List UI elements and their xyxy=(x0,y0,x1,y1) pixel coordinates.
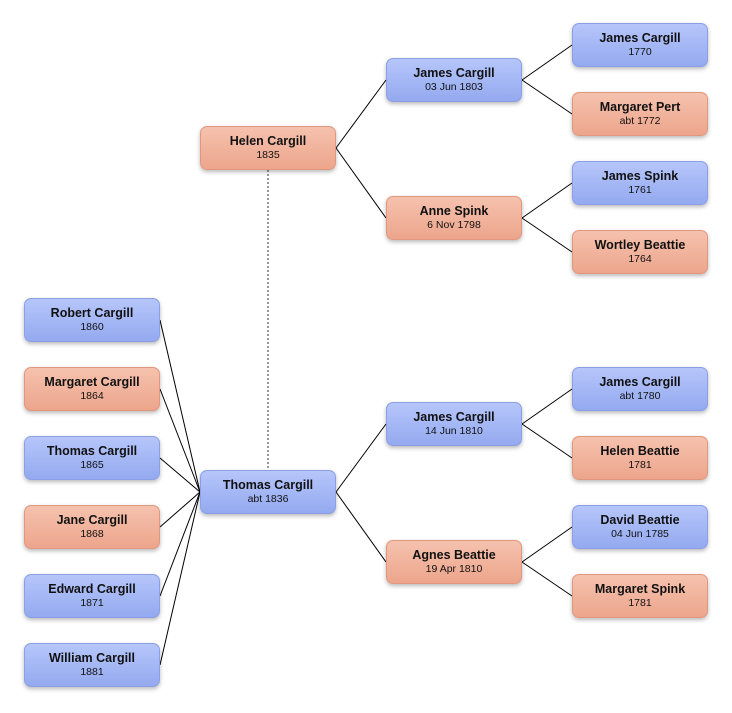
person-name: Thomas Cargill xyxy=(222,478,314,492)
person-helen-cargill-1835[interactable]: Helen Cargill 1835 xyxy=(200,126,336,170)
person-date: 1864 xyxy=(80,390,104,402)
parent-link-line xyxy=(521,182,573,219)
parent-link-line xyxy=(521,526,573,563)
person-name: Wortley Beattie xyxy=(594,238,686,252)
person-date: 1770 xyxy=(628,46,652,58)
person-name: James Cargill xyxy=(599,31,681,45)
person-date: 1865 xyxy=(80,459,104,471)
person-date: 1871 xyxy=(80,597,104,609)
parent-link-line xyxy=(521,423,573,459)
person-name: James Spink xyxy=(601,169,679,183)
person-date: 1781 xyxy=(628,459,652,471)
person-james-cargill-1770[interactable]: James Cargill 1770 xyxy=(572,23,708,67)
person-date: 1868 xyxy=(80,528,104,540)
person-date: 1764 xyxy=(628,253,652,265)
person-name: Margaret Cargill xyxy=(44,375,140,389)
person-name: Jane Cargill xyxy=(56,513,128,527)
child-link-line xyxy=(159,491,201,666)
person-date: abt 1772 xyxy=(619,115,661,127)
person-james-spink[interactable]: James Spink 1761 xyxy=(572,161,708,205)
person-robert-cargill[interactable]: Robert Cargill 1860 xyxy=(24,298,160,342)
person-margaret-spink[interactable]: Margaret Spink 1781 xyxy=(572,574,708,618)
person-name: Margaret Spink xyxy=(594,582,686,596)
person-anne-spink[interactable]: Anne Spink 6 Nov 1798 xyxy=(386,196,522,240)
person-date: 1835 xyxy=(256,149,280,161)
child-link-line xyxy=(159,388,201,493)
parent-link-line xyxy=(335,79,387,149)
parent-link-line xyxy=(521,79,573,115)
person-james-cargill-1803[interactable]: James Cargill 03 Jun 1803 xyxy=(386,58,522,102)
child-link-line xyxy=(159,491,201,597)
person-name: Agnes Beattie xyxy=(412,548,496,562)
person-david-beattie[interactable]: David Beattie 04 Jun 1785 xyxy=(572,505,708,549)
person-edward-cargill[interactable]: Edward Cargill 1871 xyxy=(24,574,160,618)
person-jane-cargill[interactable]: Jane Cargill 1868 xyxy=(24,505,160,549)
parent-link-line xyxy=(521,561,573,597)
parent-link-line xyxy=(335,423,387,493)
parent-link-line xyxy=(335,147,387,219)
person-thomas-cargill-1836[interactable]: Thomas Cargill abt 1836 xyxy=(200,470,336,514)
child-link-line xyxy=(159,319,201,493)
person-date: 6 Nov 1798 xyxy=(427,219,481,231)
person-date: 03 Jun 1803 xyxy=(425,81,483,93)
person-name: James Cargill xyxy=(599,375,681,389)
person-name: James Cargill xyxy=(413,410,495,424)
person-date: abt 1836 xyxy=(247,493,289,505)
person-name: Edward Cargill xyxy=(48,582,136,596)
parent-link-line xyxy=(521,217,573,253)
person-name: Robert Cargill xyxy=(50,306,134,320)
person-james-cargill-1810[interactable]: James Cargill 14 Jun 1810 xyxy=(386,402,522,446)
person-date: 14 Jun 1810 xyxy=(425,425,483,437)
person-wortley-beattie[interactable]: Wortley Beattie 1764 xyxy=(572,230,708,274)
child-link-line xyxy=(159,457,201,493)
person-date: 04 Jun 1785 xyxy=(611,528,669,540)
person-name: David Beattie xyxy=(600,513,680,527)
person-date: abt 1780 xyxy=(619,390,661,402)
person-name: Margaret Pert xyxy=(599,100,681,114)
parent-link-line xyxy=(521,44,573,81)
person-date: 1761 xyxy=(628,184,652,196)
person-name: Helen Beattie xyxy=(600,444,680,458)
person-margaret-cargill[interactable]: Margaret Cargill 1864 xyxy=(24,367,160,411)
person-name: Anne Spink xyxy=(419,204,489,218)
person-agnes-beattie[interactable]: Agnes Beattie 19 Apr 1810 xyxy=(386,540,522,584)
person-william-cargill[interactable]: William Cargill 1881 xyxy=(24,643,160,687)
person-date: 1860 xyxy=(80,321,104,333)
person-margaret-pert[interactable]: Margaret Pert abt 1772 xyxy=(572,92,708,136)
person-date: 1881 xyxy=(80,666,104,678)
person-thomas-cargill-1865[interactable]: Thomas Cargill 1865 xyxy=(24,436,160,480)
child-link-line xyxy=(159,491,201,528)
person-name: William Cargill xyxy=(48,651,136,665)
person-name: Helen Cargill xyxy=(229,134,307,148)
person-name: Thomas Cargill xyxy=(46,444,138,458)
person-james-cargill-1780[interactable]: James Cargill abt 1780 xyxy=(572,367,708,411)
person-helen-beattie[interactable]: Helen Beattie 1781 xyxy=(572,436,708,480)
person-date: 19 Apr 1810 xyxy=(425,563,483,575)
person-date: 1781 xyxy=(628,597,652,609)
parent-link-line xyxy=(521,388,573,425)
person-name: James Cargill xyxy=(413,66,495,80)
parent-link-line xyxy=(335,491,387,563)
